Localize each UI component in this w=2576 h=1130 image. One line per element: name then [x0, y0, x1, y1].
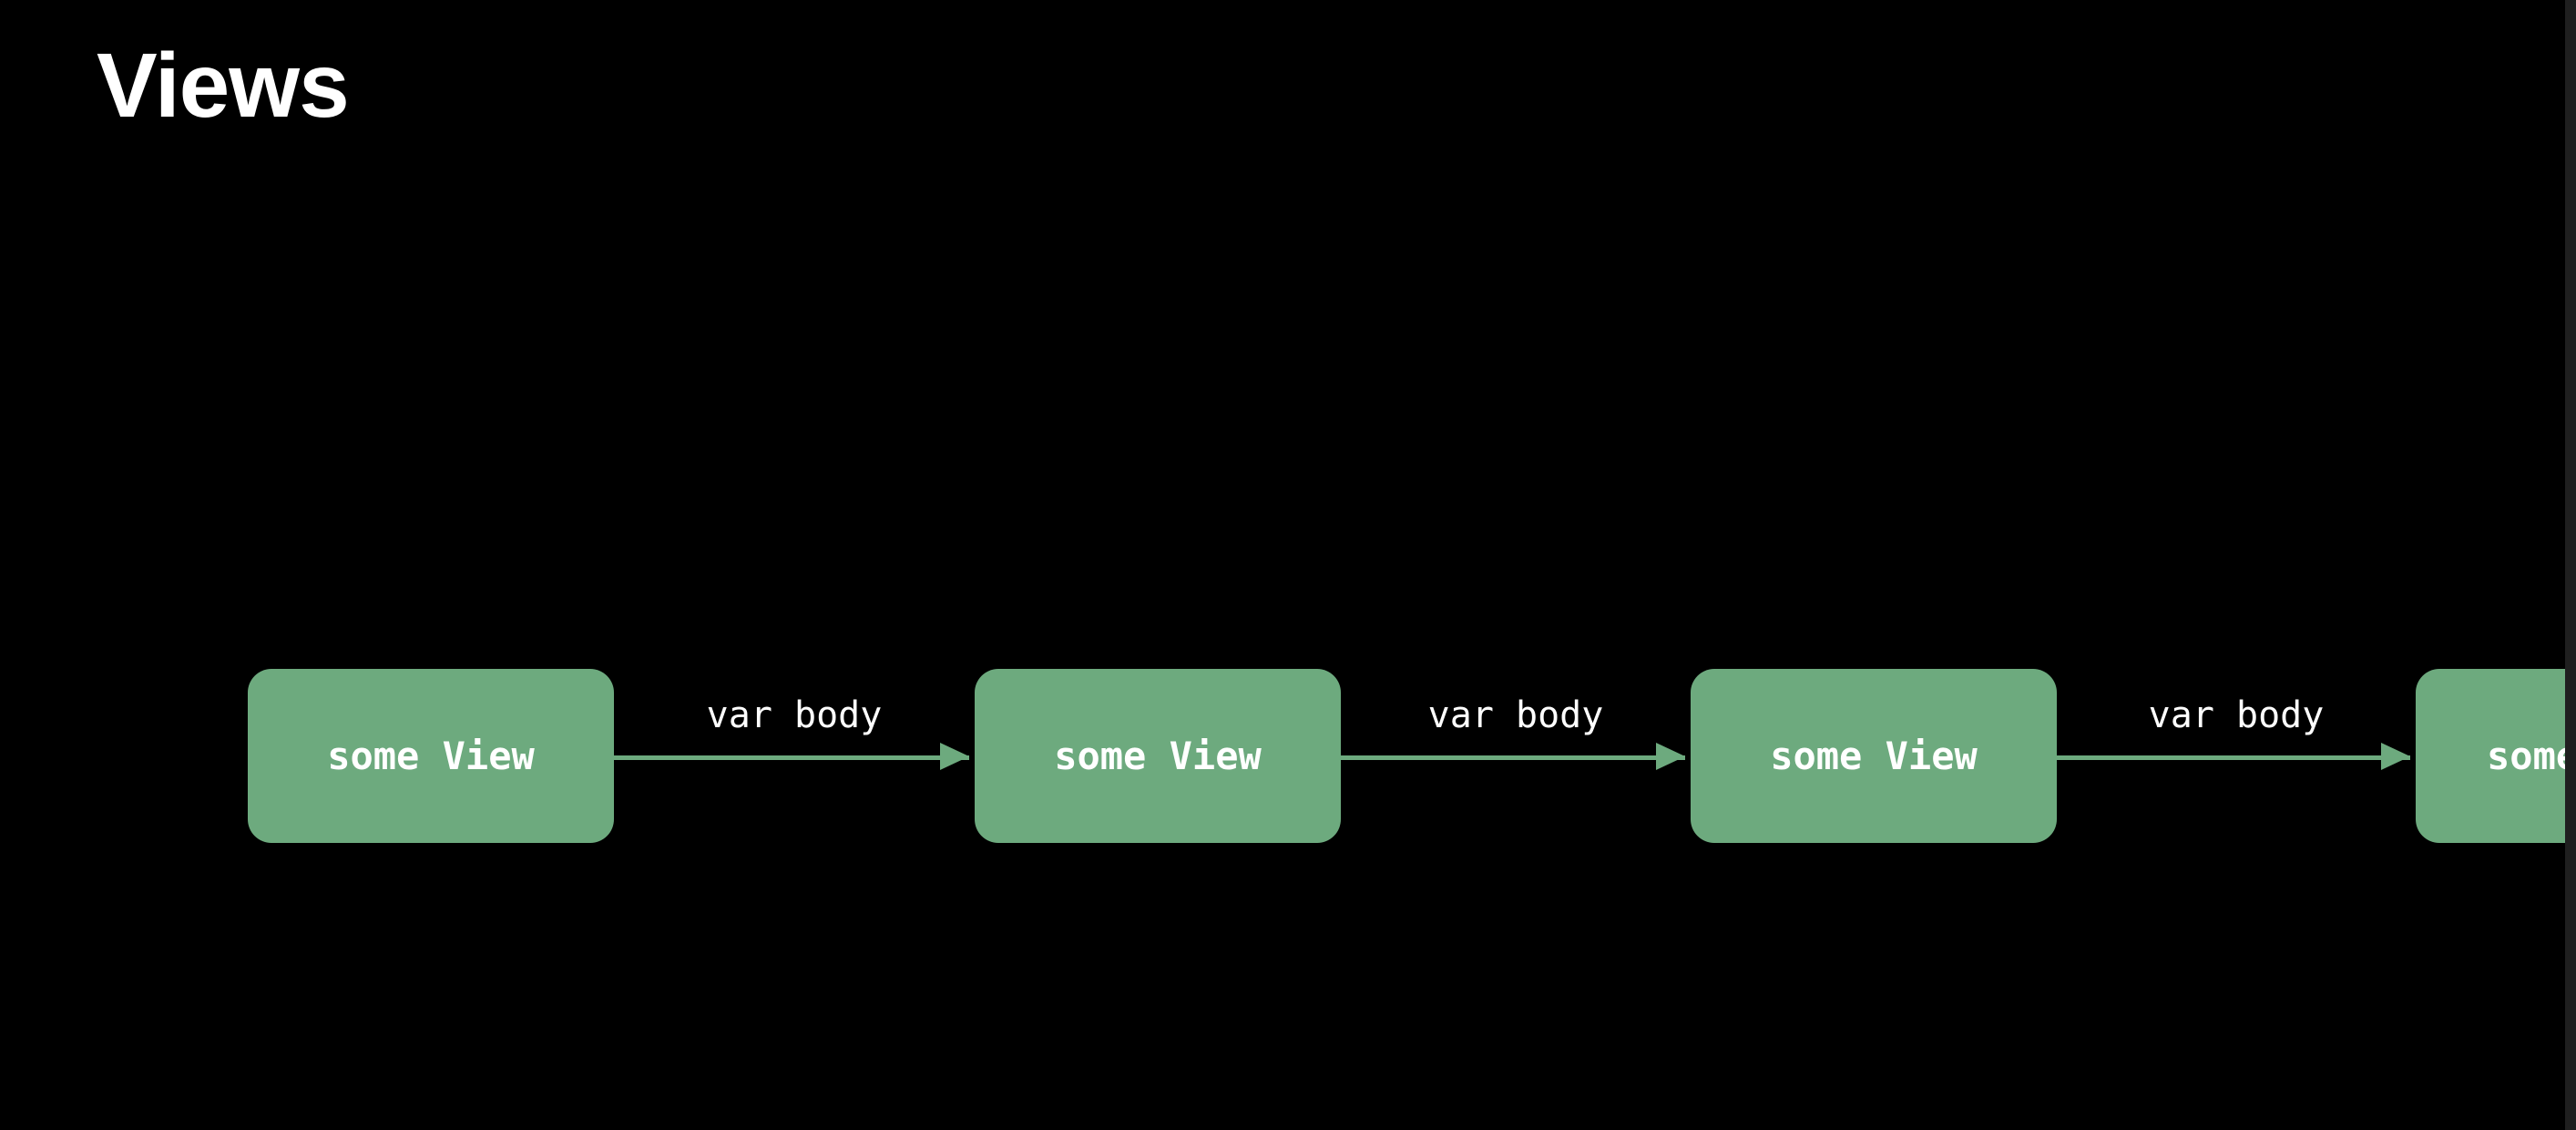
view-node-2-label: some View: [1054, 734, 1262, 778]
edge-1-arrowhead-icon: [940, 743, 969, 770]
edge-3-arrowhead-icon: [2381, 743, 2410, 770]
view-node-3-label: some View: [1770, 734, 1978, 778]
view-node-4: some View: [2416, 669, 2576, 843]
view-node-3: some View: [1691, 669, 2057, 843]
slide-title: Views: [97, 35, 350, 137]
edge-3-label: var body: [2148, 694, 2325, 736]
edge-2-label: var body: [1427, 694, 1604, 736]
view-node-4-label: some View: [2487, 734, 2576, 778]
edge-2-line: [1341, 755, 1685, 760]
edge-3-line: [2057, 755, 2410, 760]
edge-1-label: var body: [706, 694, 883, 736]
right-edge-scrollbar[interactable]: [2565, 0, 2576, 1130]
view-node-1-label: some View: [327, 734, 535, 778]
edge-1-line: [614, 755, 969, 760]
view-node-2: some View: [975, 669, 1341, 843]
edge-2-arrowhead-icon: [1656, 743, 1685, 770]
view-node-1: some View: [248, 669, 614, 843]
